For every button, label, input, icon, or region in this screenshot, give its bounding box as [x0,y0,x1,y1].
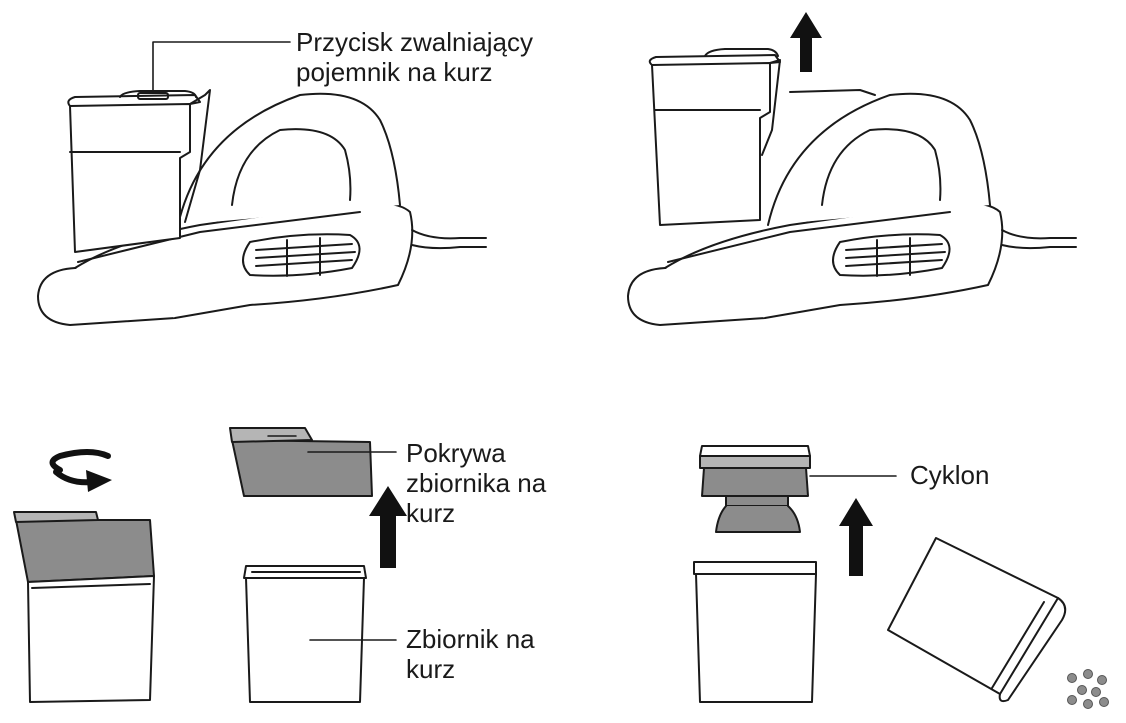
lid-label-line1: Pokrywa [406,438,506,468]
rotate-arrow-icon [49,449,112,492]
cyclone-label-line1: Cyklon [910,460,990,490]
dust-particles [1067,669,1109,709]
lid-label-line3: kurz [406,498,456,528]
lid-label-line2: zbiornika na [406,468,547,498]
container-label: Zbiornik na kurz [406,624,535,684]
empty-container [693,561,817,703]
vacuum-assembled [37,41,487,326]
lid-part [229,427,373,497]
container-with-lid [13,511,155,703]
arrow-up-icon [369,486,407,568]
arrow-up-icon [839,498,873,576]
container-label-line2: kurz [406,654,456,684]
dust-container-part [243,565,367,703]
lid-label: Pokrywa zbiornika na kurz [406,438,546,528]
release-button-label-line2: pojemnik na kurz [296,57,493,87]
tilted-container [887,537,1067,703]
container-label-line1: Zbiornik na [406,624,535,654]
cyclone-label: Cyklon [910,460,989,490]
release-button-label-line1: Przycisk zwalniający [296,27,533,57]
cyclone-part [699,445,811,533]
vacuum-container-removed [627,48,1077,326]
arrow-up-icon [790,12,822,72]
release-button-label: Przycisk zwalniający pojemnik na kurz [296,27,533,87]
